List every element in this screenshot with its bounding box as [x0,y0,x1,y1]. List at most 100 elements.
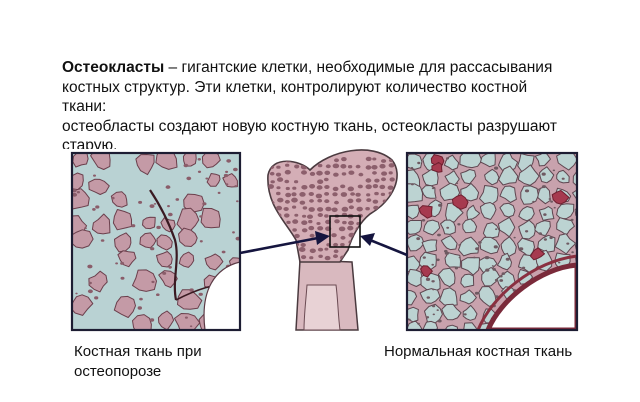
fragment-pore [233,167,238,172]
spongy-pore [333,172,339,177]
spongy-pore [286,233,291,238]
spongy-pore [366,193,371,197]
spongy-pore [349,256,356,262]
spongy-pore [379,206,387,212]
spongy-pore [285,192,292,198]
cell-speck [538,232,542,235]
spongy-pore [317,198,323,203]
spongy-pore [324,214,329,218]
spongy-pore [317,213,323,217]
spongy-pore [294,164,300,169]
spongy-pore [347,165,353,169]
left-arrow-line [239,236,319,255]
cell-speck [437,319,442,323]
spongy-pore [285,157,292,163]
marrow-cell [537,186,551,205]
fragment-pore [75,292,78,295]
cell-speck [431,263,435,266]
cell-speck [532,200,535,203]
marrow-cell [500,236,517,257]
osteocyte [530,247,545,261]
normal-tissue-panel [405,151,579,332]
marrow-cell [422,320,438,330]
marrow-cell [556,203,575,220]
spongy-pore [286,220,291,224]
bone-fragment [178,227,198,247]
bone-fragment [72,153,89,168]
bone-fragment [72,172,84,191]
marrow-cell [419,288,441,304]
spongy-pore [302,214,307,218]
spongy-pore [389,177,395,182]
fragment-pore [115,262,118,265]
osteoporosis-caption-line-2: остеопорозе [74,363,162,380]
spongy-pore [323,177,329,182]
marrow-cell [460,183,480,202]
spongy-pore [347,186,354,192]
cell-speck [446,157,449,160]
marrow-cell [499,185,517,203]
spongy-pore [276,165,281,169]
fragment-pore [189,325,193,328]
spongy-pore [341,172,347,176]
spongy-pore [275,172,282,177]
fragment-pore [94,296,99,300]
spongy-pore [365,178,372,183]
spongy-pore [278,221,284,226]
cell-speck [558,261,561,264]
bone-fragment [200,207,221,229]
fragment-pore [76,191,80,194]
spongy-pore [333,254,338,259]
description-dash: – [164,59,182,76]
spongy-pore [373,205,379,210]
marrow-cell [520,185,539,205]
spongy-pore [300,243,306,247]
marrow-cell [497,216,516,238]
marrow-cell [459,153,483,169]
fragment-pore [111,196,115,200]
cell-speck [446,226,450,229]
marrow-cell [575,272,577,280]
marrow-cell [407,289,418,306]
spongy-pore [331,207,338,213]
spongy-pore [309,199,314,203]
marrow-cell [407,220,422,235]
bone-fragment [183,193,205,213]
fragment-pore [87,289,93,294]
spongy-pore [277,197,284,203]
spongy-pore [379,163,386,169]
spongy-pore [387,185,394,190]
bone-fragment [206,173,221,187]
cell-speck [417,161,421,165]
marrow-cell [440,235,458,251]
spongy-pore [283,207,289,211]
spongy-pore [371,165,378,170]
fragment-pore [151,280,155,284]
cell-speck [478,241,482,244]
spongy-pore [365,184,372,190]
femur-drawing [267,149,398,331]
fragment-pore [92,208,96,211]
spongy-pore [317,247,324,252]
fragment-pore [120,276,125,280]
cell-speck [518,247,524,251]
fragment-pore [184,316,188,319]
spongy-pore [388,171,393,175]
description-line-3: ткани: [62,98,107,115]
spongy-pore [374,191,379,196]
spongy-pore [380,192,386,196]
pointer-arrows [239,231,408,257]
cell-speck [541,172,546,176]
fragment-pore [93,174,96,177]
spongy-pore [270,180,275,184]
spongy-pore [284,213,290,218]
spongy-pore [285,163,290,167]
bone-fragment [132,314,152,330]
fragment-pore [167,205,170,208]
spongy-pore [276,191,281,196]
cell-speck [475,247,480,251]
spongy-pore [388,213,393,218]
spongy-pore [285,254,291,259]
cell-speck [484,256,490,260]
